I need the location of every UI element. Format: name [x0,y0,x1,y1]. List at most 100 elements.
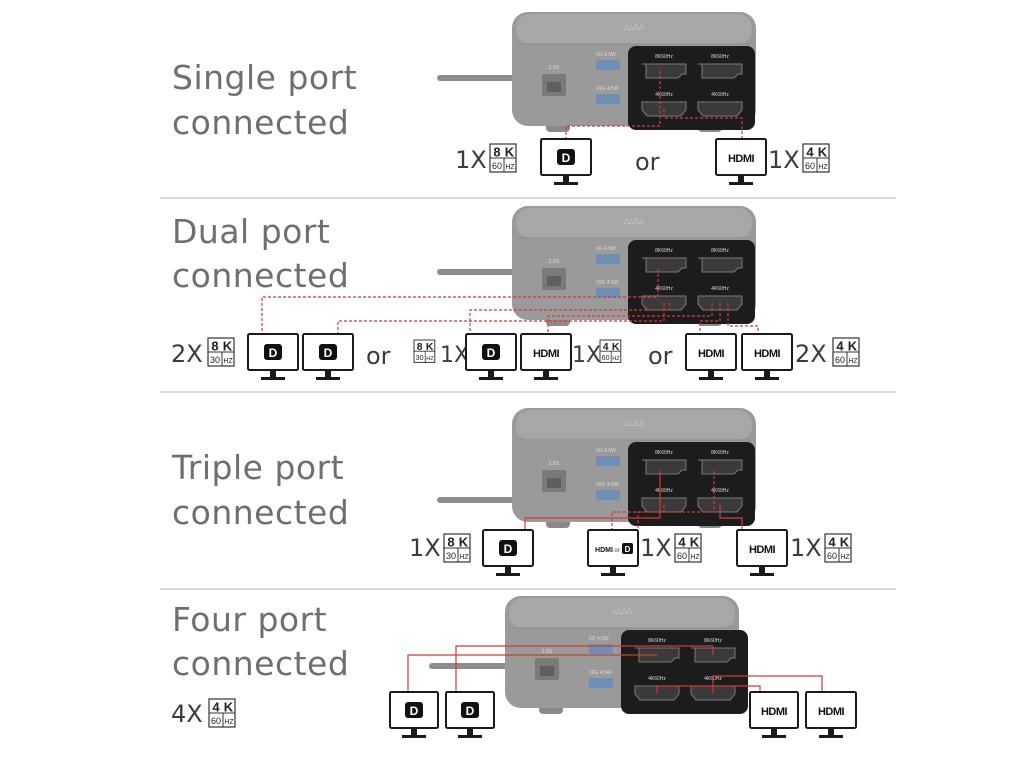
badge-resolution: 8 [493,145,500,160]
hdmi-logo-icon: HDMI [754,348,781,360]
monitor-neck [270,370,276,377]
badge-k: K [224,700,234,715]
connection-line-hdmi [656,685,761,693]
monitor-base [458,735,482,738]
badge-resolution: 8 [447,535,454,550]
dock-brand-logo: ∆∆ΔΔ [624,217,645,226]
badge-resolution: 4 [806,145,814,160]
monitor-base [755,377,779,380]
usb-label: 5G 4.5W [596,448,616,454]
dock-brand-logo: ∆∆ΔΔ [624,23,645,32]
monitor-hdmi: HDMI [715,138,767,185]
count-label: 1X [768,146,800,174]
displayport-logo-icon [461,702,479,718]
usb-port [596,456,620,466]
monitor-displayport: D [247,333,299,380]
port-label: 4K60Hz [655,286,673,292]
monitor-base [729,182,753,185]
usb-port [589,678,613,688]
monitor-base [819,735,843,738]
monitor-neck [467,728,473,735]
count-label: 2X [171,340,203,368]
monitor-base [601,573,625,576]
connection-line-hdmi [712,675,823,693]
badge-rate: 30 [210,355,220,365]
or-label: or [635,148,660,176]
connection-line-dp [261,269,659,334]
connection-line-hdmi [663,109,743,138]
monitor-base [496,573,520,576]
displayport-logo-letter: D [504,542,513,556]
connection-line-dp [337,303,665,334]
displayport-port [698,63,743,79]
dock-brand-logo: ∆∆ΔΔ [624,419,645,428]
hdmi-port [697,101,743,117]
usb-label: 5G 4.5W [596,246,616,252]
displayport-logo-letter: D [410,704,419,718]
badge-k: K [848,339,858,354]
badge-k: K [505,145,515,160]
port-label: 4K60Hz [711,286,729,292]
connection-line-dp [524,471,661,530]
hdmi-logo-icon: HDMI [533,348,560,360]
connection-line-dp [637,471,715,530]
usb-port [596,288,620,298]
section-4-heading-line-2: connected [172,644,350,683]
monitor-neck [708,370,714,377]
badge-hz: HZ [840,554,850,561]
hdmi-logo-icon: HDMI [818,706,845,718]
badge-rate: 60 [602,353,610,362]
ethernet-port-slot [540,666,554,676]
usb-port [596,490,620,500]
count-label: 1X [455,146,487,174]
displayport-logo-letter: D [487,346,496,360]
badge-rate: 30 [446,551,456,561]
count-label: 1X [790,534,822,562]
badge-hz: HZ [818,164,828,171]
count-label: 1X [640,534,672,562]
hdmi-logo-icon: HDMI [749,544,776,556]
connection-line-dp [407,654,657,692]
monitor-base [534,377,558,380]
monitor-hdmi: HDMI [685,333,737,380]
count-label: 1X [440,343,469,368]
badge-rate: 60 [827,551,837,561]
badge-k: K [223,339,233,354]
port-label: 8K60Hz [648,638,666,644]
usb-label: 5G 4.5W [589,636,609,642]
badge-hz: HZ [223,358,233,365]
hdmi-logo-icon: HDMI [698,348,725,360]
port-label: 4K60Hz [655,488,673,494]
port-label: 4K60Hz [655,92,673,98]
ethernet-label: 2.5G [549,461,560,467]
badge-hz: HZ [224,719,234,726]
count-label: 1X [572,343,601,368]
displayport-logo-icon [482,344,500,360]
monitor-neck [759,566,765,573]
connection-line-hdmi [699,303,721,334]
badge-hz: HZ [848,358,858,365]
usb-label: 5G 4.5W [596,52,616,58]
connection-line-hdmi [547,303,713,334]
ethernet-label: 2.5G [549,259,560,265]
monitor-neck [738,175,744,182]
usb-port [596,94,620,104]
dock-top [509,598,735,628]
badge-rate: 60 [211,716,221,726]
ethernet-port-slot [547,478,561,488]
displayport-logo-letter: D [269,346,278,360]
usb-label: 10G 4.5W [596,482,619,488]
badge-resolution: 8 [417,342,423,353]
hdmi-logo-icon: HDMI [728,153,755,165]
usb-port [596,254,620,264]
displayport-logo-icon [319,344,337,360]
usb-label: 10G 4.5W [596,86,619,92]
